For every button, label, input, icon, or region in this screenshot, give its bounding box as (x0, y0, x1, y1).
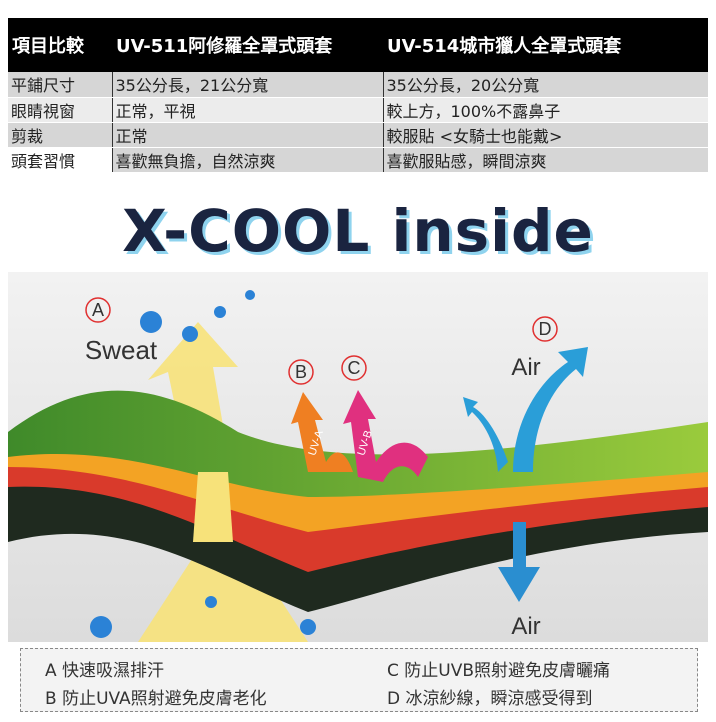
cell: 頭套習慣 (8, 147, 112, 173)
sweat-label: Sweat (85, 335, 158, 365)
cell: 較上方，100%不露鼻子 (382, 97, 708, 123)
table-row: 頭套習慣喜歡無負擔，自然涼爽喜歡服貼感，瞬間涼爽 (8, 147, 708, 173)
legend-b: B 防止UVA照射避免皮膚老化 (45, 689, 267, 709)
label-a: A (92, 300, 104, 320)
legend-c: C 防止UVB照射避免皮膚曬痛 (387, 661, 611, 681)
table-row: 剪裁正常較服貼 <女騎士也能戴> (8, 122, 708, 148)
cell: 喜歡無負擔，自然涼爽 (111, 147, 383, 173)
x-cool-banner: X-COOL inside (122, 197, 594, 265)
legend-a: A 快速吸濕排汗 (45, 661, 165, 681)
label-b-circle (288, 359, 314, 385)
header-cell: UV-514城市獵人全罩式頭套 (383, 18, 708, 72)
label-d-circle (532, 316, 558, 342)
air-arrow-bottom (498, 522, 540, 602)
table-header: 項目比較 UV-511阿修羅全罩式頭套 UV-514城市獵人全罩式頭套 (8, 18, 708, 72)
cell: 較服貼 <女騎士也能戴> (382, 122, 708, 148)
uva-arrow (291, 392, 353, 472)
cell: 喜歡服貼感，瞬間涼爽 (382, 147, 708, 173)
cell: 正常 (111, 122, 383, 148)
table-row: 眼睛視窗正常，平視較上方，100%不露鼻子 (8, 97, 708, 123)
legend-box: A 快速吸濕排汗 B 防止UVA照射避免皮膚老化 C 防止UVB照射避免皮膚曬痛… (20, 648, 698, 712)
uvb-arrow (343, 390, 428, 482)
header-cell: UV-511阿修羅全罩式頭套 (112, 18, 383, 72)
label-a-circle (85, 297, 111, 323)
label-c-circle (341, 355, 367, 381)
cell: 眼睛視窗 (8, 97, 112, 123)
air-bottom-label: Air (511, 613, 540, 640)
header-cell: 項目比較 (8, 18, 112, 72)
cell: 正常，平視 (111, 97, 383, 123)
label-c: C (348, 358, 361, 378)
cell: 35公分長，21公分寬 (111, 72, 383, 98)
sweat-arrow-front (193, 472, 233, 542)
legend-d: D 冰涼紗線，瞬涼感受得到 (387, 689, 593, 709)
cell: 剪裁 (8, 122, 112, 148)
cell: 平鋪尺寸 (8, 72, 112, 98)
cell: 35公分長，20公分寬 (382, 72, 708, 98)
sweat-droplets (90, 290, 316, 638)
fabric-diagram: A B C D Sweat Air Air UV-A UV-B (8, 272, 708, 642)
air-arrow-top (463, 347, 588, 472)
label-b: B (295, 362, 307, 382)
air-top-label: Air (511, 354, 540, 381)
comparison-table: 項目比較 UV-511阿修羅全罩式頭套 UV-514城市獵人全罩式頭套 平鋪尺寸… (8, 18, 708, 173)
label-d: D (539, 319, 552, 339)
